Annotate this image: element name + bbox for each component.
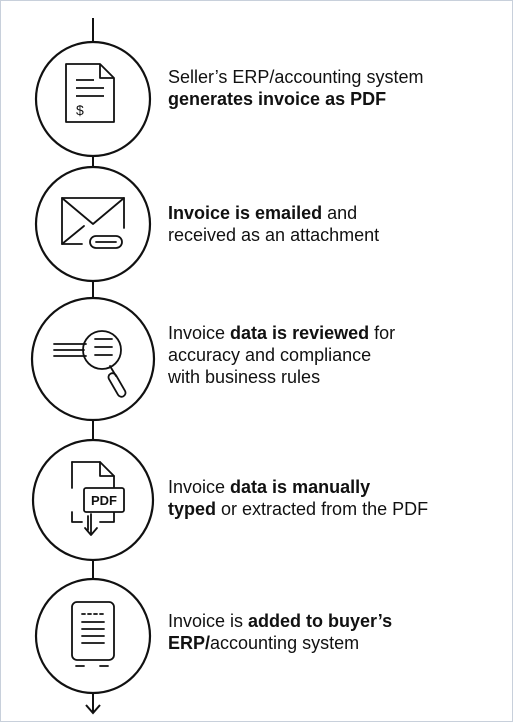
step-2-line-2: received as an attachment bbox=[168, 225, 380, 245]
magnifier-review-icon bbox=[53, 330, 127, 398]
step-5-line-1-pre: Invoice is bbox=[168, 611, 249, 631]
tablet-device-icon bbox=[71, 601, 115, 667]
step-3-line-2: accuracy and compliance bbox=[168, 345, 372, 365]
pdf-document-download-icon bbox=[71, 461, 125, 536]
step-3-line-1-rest: for bbox=[369, 323, 396, 343]
invoice-document-dollar-icon: $ bbox=[65, 63, 115, 123]
step-1-line-1: Seller’s ERP/accounting system bbox=[168, 67, 424, 87]
step-3-line-3: with business rules bbox=[168, 367, 321, 387]
step-3-line-1-pre: Invoice bbox=[168, 323, 231, 343]
step-4-line-2-rest: or extracted from the PDF bbox=[216, 499, 429, 519]
step-2-line-1-bold: Invoice is emailed bbox=[168, 203, 323, 223]
step-3-line-1-bold: data is reviewed bbox=[230, 323, 370, 343]
step-4-line-1-pre: Invoice bbox=[168, 477, 231, 497]
step-5-description: Invoice is added to buyer’s ERP/accounti… bbox=[168, 610, 498, 654]
step-2-line-1-rest: and bbox=[322, 203, 358, 223]
step-5-line-1-bold: added to buyer’s bbox=[248, 611, 393, 631]
step-2-description: Invoice is emailed and received as an at… bbox=[168, 202, 498, 246]
step-4-line-1-bold: data is manually bbox=[230, 477, 371, 497]
step-5-line-2-rest: accounting system bbox=[210, 633, 360, 653]
step-5-line-2-bold: ERP/ bbox=[168, 633, 211, 653]
step-4-description: Invoice data is manually typed or extrac… bbox=[168, 476, 498, 520]
svg-text:$: $ bbox=[76, 102, 84, 118]
step-1-line-2-bold: generates invoice as PDF bbox=[168, 89, 387, 109]
pdf-badge-label: PDF bbox=[91, 493, 117, 508]
flow-end-arrow-icon bbox=[85, 704, 101, 715]
step-3-circle bbox=[30, 296, 156, 422]
step-4-line-2-bold: typed bbox=[168, 499, 217, 519]
step-3-description: Invoice data is reviewed for accuracy an… bbox=[168, 322, 498, 388]
step-1-circle bbox=[34, 40, 152, 158]
step-1-description: Seller’s ERP/accounting system generates… bbox=[168, 66, 498, 110]
envelope-attachment-icon bbox=[61, 197, 125, 249]
